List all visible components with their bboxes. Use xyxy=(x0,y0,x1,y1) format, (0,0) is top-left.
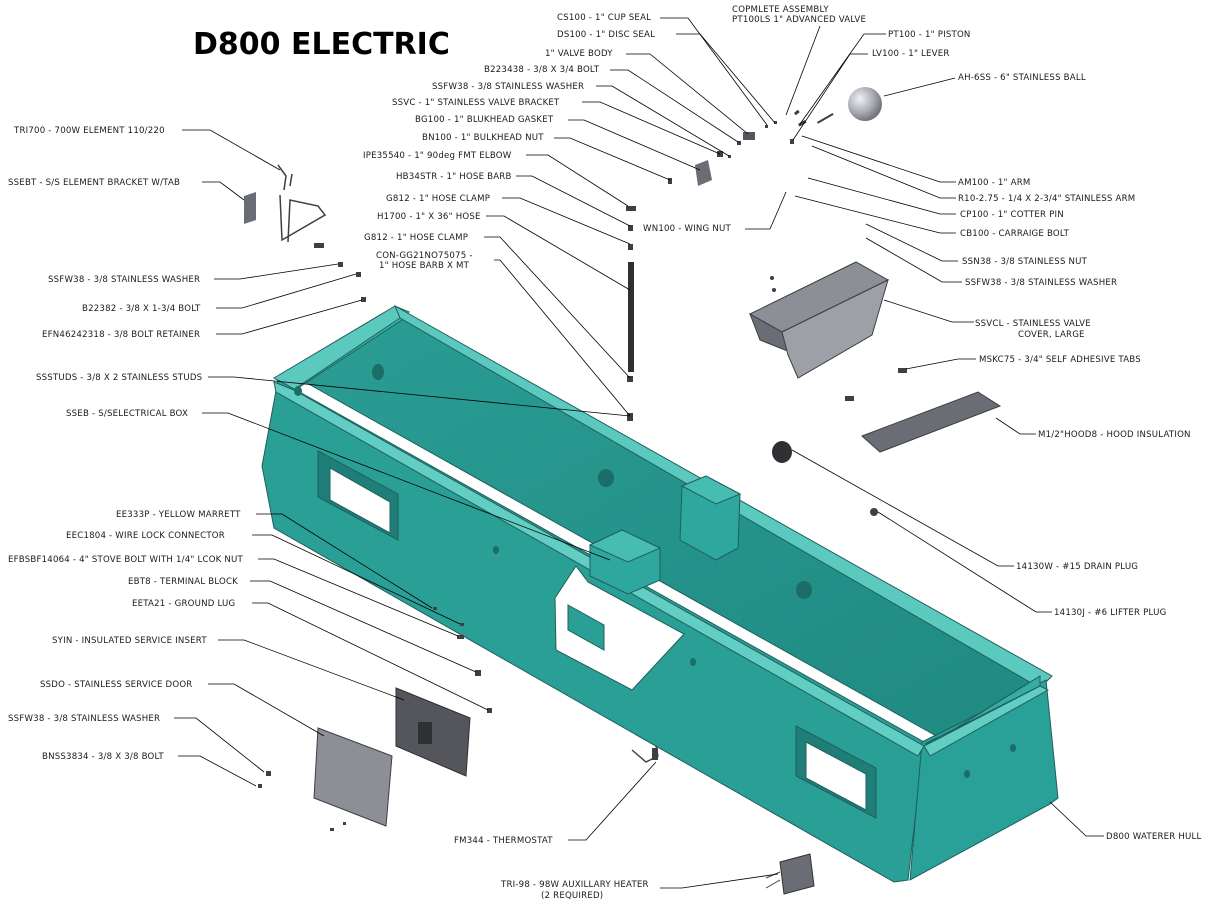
label-efn: EFN46242318 - 3/8 BOLT RETAINER xyxy=(42,330,200,340)
label-pt100: PT100 - 1" PISTON xyxy=(888,30,971,40)
hose xyxy=(628,262,634,372)
part-labels: CS100 - 1" CUP SEAL COPMLETE ASSEMBLY PT… xyxy=(8,5,1202,901)
label-m1hood: M1/2"HOOD8 - HOOD INSULATION xyxy=(1038,430,1191,440)
drain-plug xyxy=(772,441,792,463)
label-ssvcl-1: SSVCL - STAINLESS VALVE xyxy=(975,319,1091,329)
label-efbsbf: EFBSBF14064 - 4" STOVE BOLT WITH 1/4" LC… xyxy=(8,555,244,565)
label-drain-plug: 14130W - #15 DRAIN PLUG xyxy=(1016,562,1138,572)
label-valve-body: 1" VALVE BODY xyxy=(545,49,613,59)
label-ssfw38-e: SSFW38 - 3/8 STAINLESS WASHER xyxy=(8,714,160,724)
label-con-1: CON-GG21NO75075 - xyxy=(376,251,473,261)
label-syin: SYIN - INSULATED SERVICE INSERT xyxy=(52,636,207,646)
label-tri98-2: (2 REQUIRED) xyxy=(541,891,603,901)
label-hb34str: HB34STR - 1" HOSE BARB xyxy=(396,172,512,182)
label-b22382: B22382 - 3/8 X 1-3/4 BOLT xyxy=(82,304,201,314)
valve-cover-large xyxy=(748,261,890,379)
leader-lines xyxy=(174,17,1104,889)
label-ah6ss: AH-6SS - 6" STAINLESS BALL xyxy=(958,73,1086,83)
waterer-hull xyxy=(261,304,1059,883)
label-lv100: LV100 - 1" LEVER xyxy=(872,49,950,59)
label-ssvc: SSVC - 1" STAINLESS VALVE BRACKET xyxy=(392,98,560,108)
label-bg100: BG100 - 1" BLUKHEAD GASKET xyxy=(415,115,554,125)
label-am100: AM100 - 1" ARM xyxy=(958,178,1030,188)
label-lifter-plug: 14130J - #6 LIFTER PLUG xyxy=(1054,608,1166,618)
label-fm344: FM344 - THERMOSTAT xyxy=(454,836,553,846)
label-eeta21: EETA21 - GROUND LUG xyxy=(132,599,235,609)
label-ssfw38-b: SSFW38 - 3/8 STAINLESS WASHER xyxy=(48,275,200,285)
label-ee333p: EE333P - YELLOW MARRETT xyxy=(116,510,241,520)
label-ssn38: SSN38 - 3/8 STAINLESS NUT xyxy=(962,257,1088,267)
diagram-title: D800 ELECTRIC xyxy=(193,27,450,62)
label-h1700: H1700 - 1" X 36" HOSE xyxy=(377,212,481,222)
label-cb100: CB100 - CARRAIGE BOLT xyxy=(960,229,1070,239)
element-bracket xyxy=(244,192,256,224)
label-complete-assembly-2: PT100LS 1" ADVANCED VALVE xyxy=(732,15,866,25)
stainless-service-door xyxy=(313,727,393,827)
label-sseb: SSEB - S/SELECTRICAL BOX xyxy=(66,409,188,419)
heating-element xyxy=(277,164,327,243)
label-ssstuds: SSSTUDS - 3/8 X 2 STAINLESS STUDS xyxy=(36,373,202,383)
insulated-service-insert xyxy=(395,687,471,777)
label-ssebt: SSEBT - S/S ELEMENT BRACKET W/TAB xyxy=(8,178,180,188)
label-bn100: BN100 - 1" BULKHEAD NUT xyxy=(422,133,544,143)
label-ds100: DS100 - 1" DISC SEAL xyxy=(557,30,655,40)
label-ssvcl-2: COVER, LARGE xyxy=(1018,330,1085,340)
label-tri98-1: TRI-98 - 98W AUXILLARY HEATER xyxy=(500,880,649,890)
label-g812-a: G812 - 1" HOSE CLAMP xyxy=(386,194,490,204)
label-cp100: CP100 - 1" COTTER PIN xyxy=(960,210,1064,220)
label-ebt8: EBT8 - TERMINAL BLOCK xyxy=(128,577,238,587)
label-ipe35540: IPE35540 - 1" 90deg FMT ELBOW xyxy=(363,151,512,161)
label-ssdo: SSDO - STAINLESS SERVICE DOOR xyxy=(40,680,192,690)
label-b223438: B223438 - 3/8 X 3/4 BOLT xyxy=(484,65,600,75)
label-g812-b: G812 - 1" HOSE CLAMP xyxy=(364,233,468,243)
label-mskc75: MSKC75 - 3/4" SELF ADHESIVE TABS xyxy=(979,355,1141,365)
stainless-ball xyxy=(848,87,882,121)
label-wn100: WN100 - WING NUT xyxy=(643,224,731,234)
lifter-plug xyxy=(870,508,878,516)
auxiliary-heater xyxy=(779,853,815,895)
label-ssfw38-c: SSFW38 - 3/8 STAINLESS WASHER xyxy=(965,278,1117,288)
label-r10: R10-2.75 - 1/4 X 2-3/4" STAINLESS ARM xyxy=(958,194,1135,204)
label-con-2: 1" HOSE BARB X MT xyxy=(379,261,470,271)
label-bnss3834: BNSS3834 - 3/8 X 3/8 BOLT xyxy=(42,752,164,762)
label-ssfw38-a: SSFW38 - 3/8 STAINLESS WASHER xyxy=(432,82,584,92)
label-eec1804: EEC1804 - WIRE LOCK CONNECTOR xyxy=(66,531,225,541)
label-hull: D800 WATERER HULL xyxy=(1106,832,1202,842)
label-cs100: CS100 - 1" CUP SEAL xyxy=(557,13,651,23)
label-complete-assembly: COPMLETE ASSEMBLY xyxy=(732,5,829,15)
label-tri700: TRI700 - 700W ELEMENT 110/220 xyxy=(13,126,165,136)
hood-insulation xyxy=(861,391,1002,453)
